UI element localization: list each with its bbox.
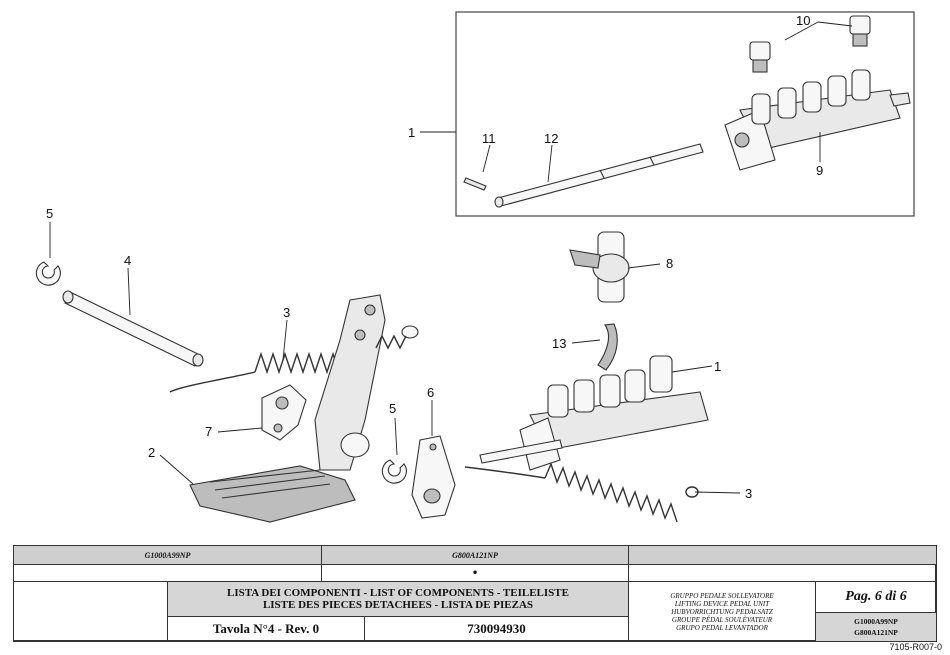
part-1-distributor — [479, 355, 709, 471]
part-13-hose — [597, 323, 618, 371]
list-title-line1: LISTA DEI COMPONENTI - LIST OF COMPONENT… — [227, 587, 569, 599]
model-c-header — [628, 545, 937, 565]
exploded-parts-drawing: 1 10 11 12 9 5 4 3 7 2 8 13 1 5 6 3 — [35, 11, 915, 523]
callout-8: 8 — [666, 256, 673, 271]
part-6-plate — [411, 435, 456, 519]
part-10-caps — [749, 15, 871, 73]
codes-cell: G1000A99NP G800A121NP — [815, 612, 937, 642]
part-5-circlip-left — [35, 261, 61, 286]
model-a-header: G1000A99NP — [13, 545, 322, 565]
part-8-valve — [569, 231, 630, 303]
inset-frame — [455, 11, 915, 217]
model-b-header: G800A121NP — [321, 545, 629, 565]
callout-7: 7 — [205, 424, 212, 439]
code-a: G1000A99NP — [854, 617, 898, 626]
part-3-spring-lower — [464, 462, 699, 523]
group-line-fr: GROUPE PÉDAL SOULÈVATEUR — [671, 615, 773, 624]
document-reference: 7105-R007-0 — [889, 642, 942, 652]
group-description: GRUPPO PEDALE SOLLEVATORE LIFTING DEVICE… — [628, 581, 816, 642]
callout-5-mid: 5 — [389, 401, 396, 416]
callout-1-mid: 1 — [714, 359, 721, 374]
part-5-circlip-mid — [381, 459, 407, 484]
callout-6: 6 — [427, 385, 434, 400]
table-label-cell: Tavola N°4 - Rev. 0 — [167, 616, 365, 642]
callout-5-left: 5 — [46, 206, 53, 221]
model-b-bullet: • — [471, 566, 479, 580]
part-7-bracket — [261, 384, 307, 441]
group-line-it: GRUPPO PEDALE SOLLEVATORE — [670, 591, 774, 600]
model-a-label: G1000A99NP — [144, 550, 191, 560]
model-a-mark — [13, 564, 322, 582]
page-cell: Pag. 6 di 6 — [815, 581, 937, 613]
logo-area — [13, 581, 168, 642]
table-label: Tavola N°4 - Rev. 0 — [212, 621, 320, 636]
callout-10: 10 — [796, 13, 810, 28]
pedal-lever — [314, 294, 419, 471]
group-line-de: HUBVORRICHTUNG PEDALSATZ — [671, 607, 773, 616]
components-list-title: LISTA DEI COMPONENTI - LIST OF COMPONENT… — [167, 581, 629, 617]
part-11-pin — [463, 177, 487, 191]
callout-2: 2 — [148, 445, 155, 460]
part-9-distributor — [724, 69, 911, 171]
part-number: 730094930 — [467, 621, 526, 636]
part-number-cell: 730094930 — [364, 616, 629, 642]
callout-1-top: 1 — [408, 125, 415, 140]
list-title-line2: LISTE DES PIECES DETACHEES - LISTA DE PI… — [262, 599, 534, 611]
callout-11: 11 — [482, 131, 496, 146]
callout-4: 4 — [124, 253, 131, 268]
callout-3-bottom: 3 — [745, 486, 752, 501]
model-c-mark — [628, 564, 937, 582]
callout-3-top: 3 — [283, 305, 290, 320]
part-2-pedal — [189, 465, 356, 523]
title-block: G1000A99NP G800A121NP • LISTA DEI COMPON… — [13, 545, 937, 642]
part-3-spring-upper — [169, 351, 340, 393]
model-b-label: G800A121NP — [452, 550, 498, 560]
callout-13: 13 — [552, 336, 566, 351]
page-indicator: Pag. 6 di 6 — [845, 589, 907, 604]
group-line-en: LIFTING DEVICE PEDAL UNIT — [674, 599, 770, 608]
group-line-es: GRUPO PEDAL LEVANTADOR — [676, 623, 768, 632]
model-b-mark: • — [321, 564, 629, 582]
callout-12: 12 — [544, 131, 558, 146]
code-b: G800A121NP — [854, 628, 898, 637]
leader-lines — [49, 21, 853, 494]
callout-9: 9 — [816, 163, 823, 178]
part-4-shaft — [62, 290, 204, 367]
part-12-rod — [494, 143, 704, 208]
